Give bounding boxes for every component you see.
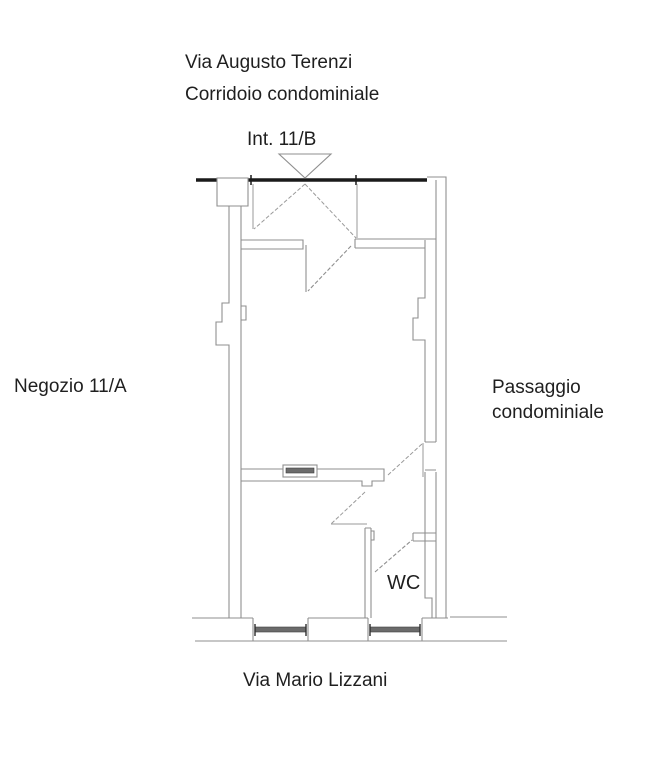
label-street-top: Via Augusto Terenzi <box>185 52 353 73</box>
label-corridor: Corridoio condominiale <box>185 84 380 105</box>
label-wc-room: WC <box>387 572 421 594</box>
left-wall <box>215 206 247 618</box>
right-wall <box>412 176 447 618</box>
entrance-door-swing <box>252 183 358 239</box>
label-passage: Passaggio condominiale <box>492 377 604 423</box>
label-street-bottom: Via Mario Lizzani <box>243 670 388 691</box>
entrance-arrow-triangle <box>277 153 333 179</box>
label-adjacent-shop: Negozio 11/A <box>14 376 127 397</box>
window-sills <box>254 624 421 636</box>
rear-divider-wall <box>241 464 385 487</box>
label-unit-entrance: Int. 11/B <box>247 129 317 150</box>
wc-walls <box>364 527 436 618</box>
vestibule-divider-wall <box>241 238 436 292</box>
left-column <box>216 177 249 207</box>
street-wall <box>192 616 507 642</box>
passage-access-arrow <box>330 442 424 525</box>
